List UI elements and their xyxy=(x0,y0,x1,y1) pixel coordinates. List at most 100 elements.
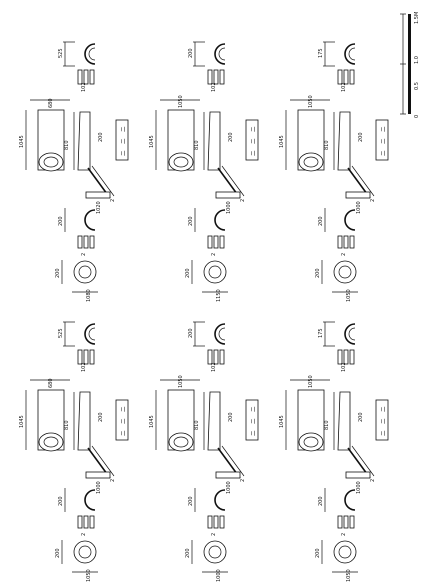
bracket-block xyxy=(337,349,343,365)
bracket-block xyxy=(219,515,225,529)
dim-label: 1045 xyxy=(279,415,285,428)
bracket-block xyxy=(83,349,89,365)
dim-label: 200 xyxy=(228,412,234,422)
dim-label: 200 xyxy=(188,328,194,338)
title-line: 二 xyxy=(381,418,387,424)
bracket-block xyxy=(219,69,225,85)
dim-label: 1050 xyxy=(308,95,314,108)
dim-label: 200 xyxy=(188,48,194,58)
title-block xyxy=(245,119,259,161)
dim-label: 1045 xyxy=(279,135,285,148)
post-base-inner xyxy=(43,156,59,168)
diagonal-brace-edge xyxy=(91,165,115,197)
post-base-inner xyxy=(303,156,319,168)
plan-circle xyxy=(73,260,97,284)
dim-label: 200 xyxy=(58,216,64,226)
brace-foot xyxy=(345,191,371,199)
dim-label: 1045 xyxy=(19,415,25,428)
dim-label: 175 xyxy=(318,328,324,338)
brace-foot xyxy=(85,191,111,199)
scale-bar: 0 0.5 1.0 1.5M xyxy=(400,12,420,118)
c-section-mid xyxy=(84,209,96,231)
bracket-block xyxy=(83,515,89,529)
post-base-ellipse xyxy=(168,152,194,172)
bracket-block xyxy=(207,349,213,365)
c-section-top-inner xyxy=(218,47,226,61)
diagonal-brace-edge xyxy=(351,445,375,477)
bracket-block xyxy=(343,349,349,365)
title-line: 二 xyxy=(381,126,387,132)
dim-label: 2 xyxy=(370,479,376,482)
title-block xyxy=(375,119,389,161)
plan-circle-inner xyxy=(338,545,352,559)
bracket-block xyxy=(349,515,355,529)
dim-label: 1050 xyxy=(308,375,314,388)
bracket-block xyxy=(213,515,219,529)
dim-label: 200 xyxy=(98,412,104,422)
c-section-mid xyxy=(84,489,96,511)
diagonal-brace-edge xyxy=(221,165,245,197)
dim-label: 1000 xyxy=(356,481,362,494)
dim-label: 1020 xyxy=(96,201,102,214)
bracket-block xyxy=(343,515,349,529)
dim-label: 810 xyxy=(64,140,70,150)
c-section-top-inner xyxy=(218,327,226,341)
dim-label: 175 xyxy=(318,48,324,58)
bracket-block xyxy=(349,349,355,365)
dim-label: 2 xyxy=(240,199,246,202)
dim-label: 2 xyxy=(81,533,87,536)
bracket-block xyxy=(337,515,343,529)
dim-label: 200 xyxy=(315,548,321,558)
bracket-block xyxy=(349,69,355,85)
scale-label-0: 0 xyxy=(414,115,420,118)
dim-label: 200 xyxy=(58,496,64,506)
dim-label: 102 xyxy=(211,362,217,372)
c-section-top-inner xyxy=(348,327,356,341)
c-section-top xyxy=(84,43,96,65)
dim-label: 200 xyxy=(358,412,364,422)
dim-label: 1045 xyxy=(149,135,155,148)
c-section-top-inner xyxy=(88,47,96,61)
diagonal-brace-edge xyxy=(221,445,245,477)
title-line: 二 xyxy=(251,126,257,132)
brace-foot xyxy=(85,471,111,479)
dim-label: 102 xyxy=(341,82,347,92)
dim-label: 200 xyxy=(315,268,321,278)
dim-label: 200 xyxy=(98,132,104,142)
dim-label: 102 xyxy=(341,362,347,372)
brace-foot xyxy=(215,471,241,479)
dim-label: 525 xyxy=(58,48,64,58)
title-block xyxy=(115,119,129,161)
c-section-top xyxy=(344,43,356,65)
dim-label: 525 xyxy=(58,328,64,338)
title-line: 二 xyxy=(251,150,257,156)
title-block xyxy=(245,399,259,441)
scale-label-1: 0.5 xyxy=(414,82,420,90)
bracket-block xyxy=(89,235,95,249)
dim-label: 1000 xyxy=(96,481,102,494)
plan-circle-inner xyxy=(338,265,352,279)
c-section-top xyxy=(214,323,226,345)
title-line: 二 xyxy=(251,138,257,144)
dim-label: 200 xyxy=(185,268,191,278)
bracket-block xyxy=(219,349,225,365)
post-side-profile xyxy=(207,111,221,171)
post-base-ellipse xyxy=(168,432,194,452)
c-section-top-inner xyxy=(88,327,96,341)
bracket-block xyxy=(337,69,343,85)
bracket-block xyxy=(207,515,213,529)
bracket-block xyxy=(77,69,83,85)
post-base-ellipse xyxy=(298,432,324,452)
dim-label: 810 xyxy=(194,420,200,430)
title-line: 二 xyxy=(381,150,387,156)
dim-label: 1045 xyxy=(19,135,25,148)
title-line: 二 xyxy=(381,406,387,412)
dim-label: 1050 xyxy=(86,569,92,582)
dim-label: 200 xyxy=(185,548,191,558)
